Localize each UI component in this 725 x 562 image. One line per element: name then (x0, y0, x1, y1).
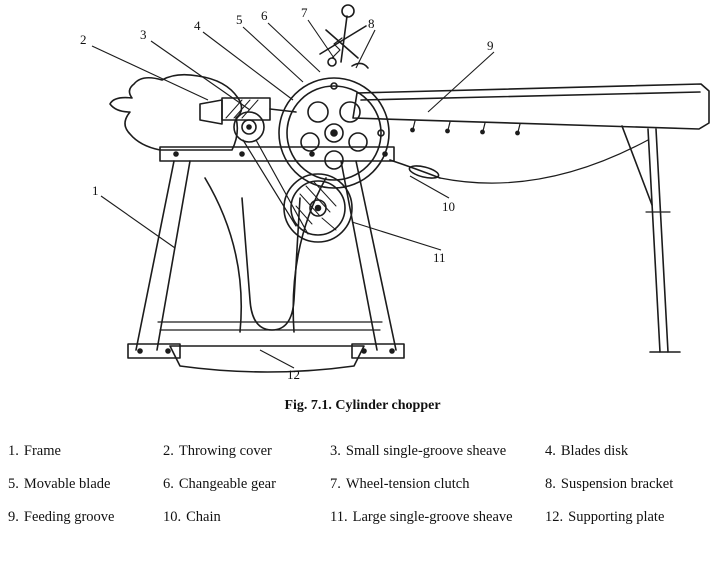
legend-label: Movable blade (23, 476, 111, 492)
callout-5: 5 (236, 12, 243, 27)
legend-number: 8. (545, 476, 556, 492)
legend-number: 9. (8, 509, 19, 525)
legend-item-11: 11.Large single-groove sheave (330, 508, 545, 527)
callout-1: 1 (92, 183, 99, 198)
large-sheave-drawing (283, 173, 353, 243)
legend-number: 1. (8, 443, 19, 459)
callout-4: 4 (194, 18, 201, 33)
legend-item-4: 4.Blades disk (545, 442, 721, 461)
cylinder-chopper-diagram (91, 4, 710, 373)
legend-item-10: 10.Chain (163, 508, 330, 527)
legend-label: Suspension bracket (560, 476, 674, 492)
figure-area: 1 2 3 4 5 6 7 8 9 10 11 12 (80, 4, 710, 382)
legend-item-12: 12.Supporting plate (545, 508, 721, 527)
legend-number: 11. (330, 509, 348, 525)
legend-number: 6. (163, 476, 174, 492)
right-leg-drawing (621, 125, 681, 353)
legend-number: 3. (330, 443, 341, 459)
callout-2: 2 (80, 32, 87, 47)
legend-number: 7. (330, 476, 341, 492)
callout-7: 7 (301, 5, 308, 20)
legend-item-9: 9.Feeding groove (8, 508, 163, 527)
legend-item-3: 3.Small single-groove sheave (330, 442, 545, 461)
legend-number: 12. (545, 509, 564, 525)
legend-label: Wheel-tension clutch (345, 476, 470, 492)
callout-9: 9 (487, 38, 494, 53)
callout-11: 11 (433, 250, 446, 265)
blades-disk-drawing (278, 77, 390, 189)
legend-label: Changeable gear (178, 476, 276, 492)
callout-6: 6 (261, 8, 268, 23)
legend-number: 5. (8, 476, 19, 492)
callout-10: 10 (442, 199, 455, 214)
legend-item-6: 6.Changeable gear (163, 475, 330, 494)
legend-label: Large single-groove sheave (352, 509, 513, 525)
legend-number: 2. (163, 443, 174, 459)
leader-lines (91, 19, 495, 369)
supporting-plate-drawing (169, 345, 365, 373)
legend-label: Small single-groove sheave (345, 443, 507, 459)
parts-legend: 1.Frame 2.Throwing cover 3.Small single-… (0, 442, 725, 527)
legend-item-2: 2.Throwing cover (163, 442, 330, 461)
frame-drawing (127, 146, 405, 359)
legend-item-8: 8.Suspension bracket (545, 475, 721, 494)
legend-item-1: 1.Frame (8, 442, 163, 461)
legend-number: 10. (163, 509, 182, 525)
legend-item-7: 7.Wheel-tension clutch (330, 475, 545, 494)
legend-number: 4. (545, 443, 556, 459)
legend-item-5: 5.Movable blade (8, 475, 163, 494)
legend-label: Chain (186, 509, 221, 525)
callout-12: 12 (287, 367, 300, 382)
small-sheave-drawing (199, 97, 297, 143)
callout-8: 8 (368, 16, 375, 31)
legend-label: Feeding groove (23, 509, 115, 525)
legend-label: Frame (23, 443, 61, 459)
legend-label: Throwing cover (178, 443, 272, 459)
chain-drawing (389, 139, 649, 184)
legend-label: Supporting plate (568, 509, 665, 525)
guard-drawing (241, 197, 301, 331)
callout-3: 3 (140, 27, 147, 42)
legend-label: Blades disk (560, 443, 629, 459)
feeding-groove-drawing (352, 83, 710, 136)
figure-caption: Fig. 7.1. Cylinder chopper (284, 398, 441, 413)
